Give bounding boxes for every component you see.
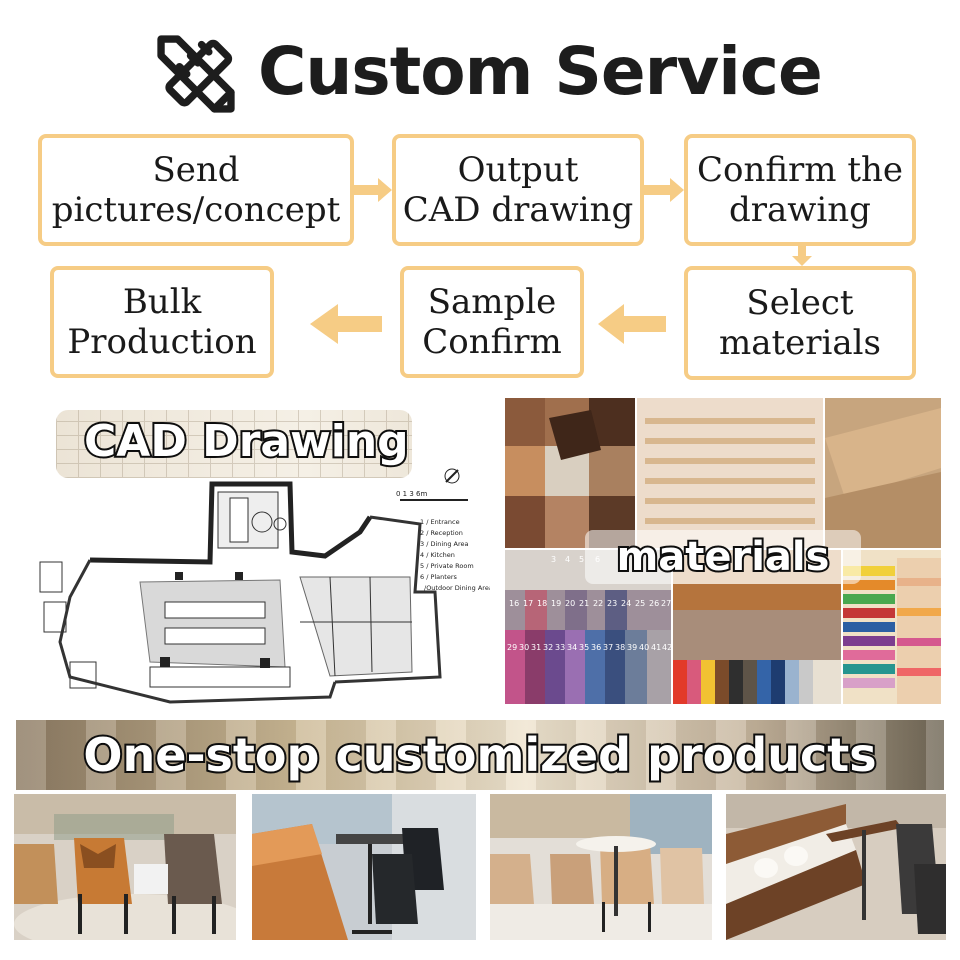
materials-image: 3 4 5 6 16 17 18 19 20 21 22 23 24 25 26…	[505, 398, 941, 704]
legend-item: 4 / Kitchen	[420, 551, 455, 559]
step-confirm-drawing: Confirm the drawing	[684, 134, 916, 246]
page-title: Custom Service	[258, 33, 823, 110]
svg-text:18: 18	[537, 599, 547, 608]
svg-text:21: 21	[579, 599, 589, 608]
legend-item: 5 / Private Room	[420, 562, 474, 570]
svg-text:37: 37	[603, 643, 613, 652]
svg-text:25: 25	[635, 599, 645, 608]
step-sample-confirm: Sample Confirm	[400, 266, 584, 378]
cad-drawing-label: CAD Drawing	[82, 414, 411, 469]
svg-text:22: 22	[593, 599, 603, 608]
svg-text:17: 17	[523, 599, 533, 608]
arrow-left-icon	[310, 304, 382, 344]
materials-label: materials	[615, 532, 832, 582]
materials-label-box: materials	[585, 530, 861, 584]
svg-text:32: 32	[543, 643, 553, 652]
materials-collage: 3 4 5 6 16 17 18 19 20 21 22 23 24 25 26…	[505, 398, 941, 704]
svg-text:35: 35	[579, 643, 589, 652]
header: Custom Service	[0, 22, 960, 122]
svg-text:42: 42	[662, 643, 672, 652]
product-photo-cafe	[490, 794, 712, 940]
legend-item: 3 / Dining Area	[420, 540, 468, 548]
floor-plan-drawing: 0 1 3 6m 1 / Entrance 2 / Reception 3 / …	[39, 468, 490, 704]
arrow-right-icon	[644, 178, 684, 202]
products-banner: One-stop customized products show	[16, 720, 944, 790]
svg-text:29: 29	[507, 643, 517, 652]
arrow-left-icon	[598, 304, 666, 344]
product-photo-booth	[252, 794, 476, 940]
svg-text:40: 40	[639, 643, 649, 652]
svg-text:5: 5	[579, 555, 584, 564]
svg-text:3: 3	[551, 555, 556, 564]
svg-text:24: 24	[621, 599, 631, 608]
arrow-right-icon	[352, 178, 392, 202]
step-output-cad: Output CAD drawing	[392, 134, 644, 246]
step-send-pictures: Send pictures/concept	[38, 134, 354, 246]
legend-item: 1 / Entrance	[420, 518, 460, 526]
cad-section: CAD Drawing	[0, 402, 490, 712]
arrow-down-icon	[792, 244, 812, 266]
svg-text:39: 39	[627, 643, 637, 652]
svg-text:30: 30	[519, 643, 529, 652]
svg-text:41: 41	[651, 643, 661, 652]
product-photo-banquette	[726, 794, 946, 940]
svg-text:19: 19	[551, 599, 561, 608]
svg-text:16: 16	[509, 599, 519, 608]
cad-banner: CAD Drawing	[56, 410, 412, 478]
svg-text:20: 20	[565, 599, 575, 608]
svg-text:27: 27	[661, 599, 671, 608]
legend-item: /Outdoor Dining Area	[424, 584, 490, 592]
svg-text:34: 34	[567, 643, 577, 652]
svg-text:33: 33	[555, 643, 565, 652]
pencil-ruler-icon	[157, 35, 235, 113]
svg-text:38: 38	[615, 643, 625, 652]
svg-text:26: 26	[649, 599, 659, 608]
scale-text: 0 1 3 6m	[396, 490, 427, 498]
product-photo-chairs	[14, 794, 236, 940]
step-select-materials: Select materials	[684, 266, 916, 380]
svg-text:31: 31	[531, 643, 541, 652]
legend-item: 2 / Reception	[420, 529, 463, 537]
step-bulk-production: Bulk Production	[50, 266, 274, 378]
svg-text:36: 36	[591, 643, 601, 652]
products-show-label: One-stop customized products show	[81, 726, 878, 790]
svg-text:4: 4	[565, 555, 570, 564]
svg-text:23: 23	[607, 599, 617, 608]
legend-item: 6 / Planters	[420, 573, 458, 581]
